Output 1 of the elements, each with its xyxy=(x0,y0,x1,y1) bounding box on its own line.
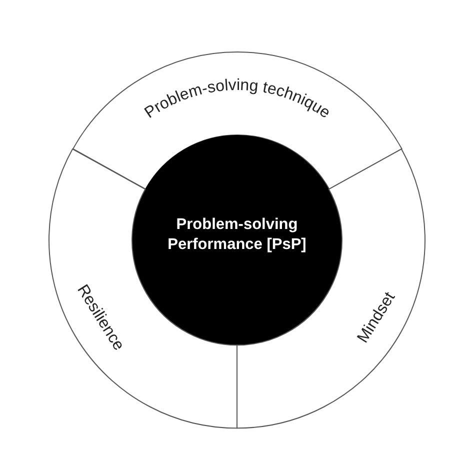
center-label: Problem-solving Performance [PsP] xyxy=(166,215,308,256)
